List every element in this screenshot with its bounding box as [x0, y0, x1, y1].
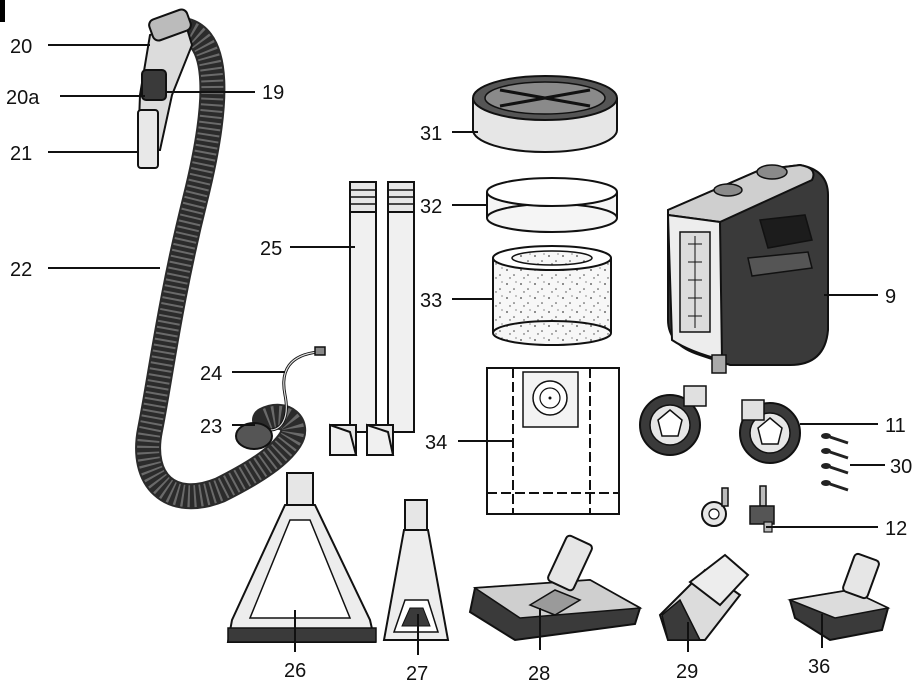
label-12: 12: [885, 518, 907, 540]
corner-mark: [0, 0, 5, 22]
nozzle-wide: [226, 472, 377, 643]
caster-wheel-icon: [639, 385, 707, 456]
leader-lines: [48, 44, 885, 655]
hose-handle: [136, 8, 194, 169]
label-24: 24: [200, 363, 222, 385]
label-20: 20: [10, 36, 32, 58]
hose-wire-and-ring: [235, 346, 326, 450]
label-28: 28: [528, 663, 550, 685]
caster-wheel-icon: [739, 399, 801, 464]
label-23: 23: [200, 416, 222, 438]
small-caster: [701, 487, 729, 527]
label-31: 31: [420, 123, 442, 145]
label-26: 26: [284, 660, 306, 682]
label-29: 29: [676, 661, 698, 683]
label-30: 30: [890, 456, 912, 478]
nozzle-floor: [468, 534, 643, 642]
filter-disc: [486, 177, 618, 233]
nozzle-upholstery: [787, 552, 891, 642]
label-27: 27: [406, 663, 428, 685]
label-36: 36: [808, 656, 830, 678]
water-tank-icon: [666, 163, 829, 374]
label-19: 19: [262, 82, 284, 104]
label-20a: 20a: [6, 87, 40, 109]
label-32: 32: [420, 196, 442, 218]
dust-bag: [486, 367, 620, 515]
label-25: 25: [260, 238, 282, 260]
label-33: 33: [420, 290, 442, 312]
screw-icon: [821, 433, 849, 492]
nozzle-crevice: [658, 553, 750, 641]
extension-tubes: [329, 181, 415, 456]
small-caster: [749, 485, 775, 533]
vacuum-hose-icon: [135, 16, 307, 510]
label-34: 34: [425, 432, 447, 454]
foam-filter: [492, 245, 612, 346]
filter-cap: [472, 75, 618, 153]
label-22: 22: [10, 259, 32, 281]
label-21: 21: [10, 143, 32, 165]
label-9: 9: [885, 286, 896, 308]
label-11: 11: [885, 415, 906, 437]
nozzle-narrow: [382, 499, 450, 641]
part-labels: 20 20a 19 21 22 24 23 25 31 32 33 34 9 1…: [6, 36, 912, 685]
